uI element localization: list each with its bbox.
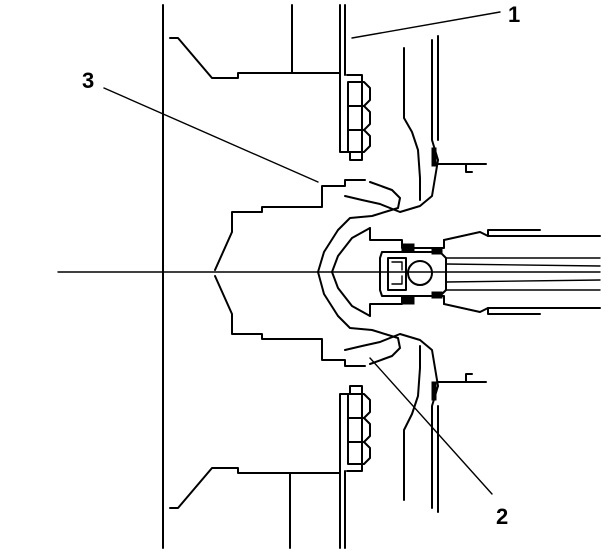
hub-cap-outer-lower — [317, 271, 401, 365]
hub-profile-lower — [214, 275, 366, 367]
lower-nut-1 — [347, 393, 371, 419]
upper-nut-3 — [347, 129, 371, 153]
callout-label-3: 3 — [82, 68, 94, 93]
bearing-race-bottom — [431, 291, 443, 299]
callout-label-1: 1 — [508, 2, 520, 27]
axle-step-lower — [487, 307, 541, 315]
bearing-race-top — [431, 247, 443, 255]
lower-bracket-mark — [431, 381, 437, 401]
lower-nut-2 — [347, 417, 371, 443]
hub-inner-curve-upper — [331, 227, 371, 273]
bearing-detail — [391, 261, 403, 285]
upper-bracket-mark — [431, 147, 437, 167]
hub-cap-outer-upper — [317, 181, 401, 273]
hub-inner-curve-lower — [331, 271, 371, 317]
axle-step-upper — [487, 229, 541, 237]
axle-lower-line — [443, 303, 601, 313]
axle-mid-lower — [445, 279, 601, 283]
lower-stud-outline — [339, 385, 363, 474]
axle-mid-upper — [445, 263, 601, 267]
leader-line-1 — [351, 11, 501, 39]
bearing-seal-bottom — [401, 295, 415, 305]
upper-disc-profile — [169, 4, 293, 79]
hub-cap-inner-upper — [344, 159, 439, 213]
bearing-ball — [407, 260, 433, 286]
hub-cap-inner-lower — [344, 333, 439, 387]
lower-disc-step — [289, 472, 341, 549]
knuckle-lower-outer — [403, 345, 421, 501]
lower-bracket — [437, 373, 487, 383]
upper-stud-outline — [339, 72, 363, 161]
upper-nut-1 — [347, 81, 371, 107]
leader-line-2 — [369, 357, 493, 495]
knuckle-upper-outer — [403, 47, 421, 201]
lower-nut-3 — [347, 441, 371, 465]
upper-disc-step — [291, 4, 341, 74]
bearing-seal-top — [401, 243, 415, 253]
hub-profile-upper — [214, 179, 366, 271]
upper-bracket — [437, 163, 487, 173]
leader-line-3 — [103, 87, 319, 183]
lower-disc-profile — [169, 467, 291, 549]
axle-upper-line — [443, 231, 601, 241]
callout-label-2: 2 — [496, 504, 508, 529]
upper-nut-2 — [347, 105, 371, 131]
bearing-inner-left — [387, 257, 407, 291]
